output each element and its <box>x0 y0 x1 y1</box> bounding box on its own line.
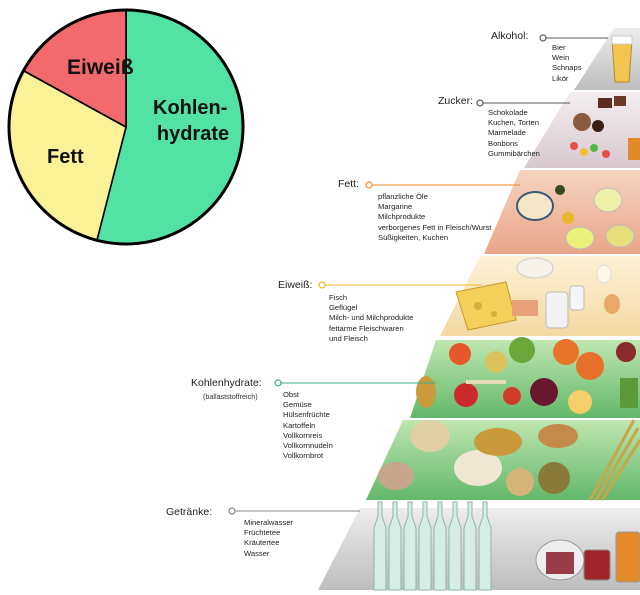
pie-outline <box>7 8 245 246</box>
list-item: Kräutertee <box>244 538 280 548</box>
list-item: pflanzliche Öle <box>378 192 428 201</box>
items-getraenke: Mineralwasser Früchtetee Kräutertee Wass… <box>244 518 293 559</box>
water-bottle <box>418 501 432 591</box>
list-item: Süßigkeiten, Kuchen <box>378 232 449 242</box>
list-item: Gemüse <box>283 400 312 410</box>
water-bottles-icon <box>373 501 492 591</box>
list-item: Schokolade <box>488 108 528 117</box>
list-item: Mineralwasser <box>244 518 293 527</box>
pie-label-eiweiss: Eiweiß <box>67 56 134 79</box>
water-bottle <box>448 501 462 591</box>
connector-dot <box>539 34 547 42</box>
water-bottle <box>403 501 417 591</box>
label-connectors <box>228 34 608 515</box>
connector-dot <box>228 507 236 515</box>
pie-label-kohlenhydrate: Kohlen- hydrate <box>153 97 233 145</box>
connector-dot <box>365 181 373 189</box>
list-item: Obst <box>283 390 300 399</box>
level-title-getraenke: Getränke: <box>166 506 213 518</box>
water-bottle <box>433 501 447 591</box>
level-subtitle-kohlenhydrate: (ballaststoffreich) <box>203 392 258 401</box>
macronutrient-pie-chart: Eiweiß Fett Kohlen- hydrate <box>7 8 245 246</box>
list-item: Schnaps <box>552 63 582 73</box>
list-item: und Fleisch <box>329 333 368 343</box>
items-eiweiss: Fisch Geflügel Milch- und Milchprodukte … <box>329 293 413 344</box>
pie-label-fett: Fett <box>47 146 84 168</box>
items-kohlenhydrate: Obst Gemüse Hülsenfrüchte Kartoffeln Vol… <box>283 390 333 461</box>
tea-icon <box>535 531 640 583</box>
sweets-icon <box>570 96 640 160</box>
items-fett: pflanzliche Öle Margarine Milchprodukte … <box>378 192 491 243</box>
grains-bread-icon <box>378 380 640 501</box>
level-title-alkohol: Alkohol: <box>491 30 529 42</box>
connector-dot <box>476 99 484 107</box>
level-title-eiweiss: Eiweiß: <box>278 279 313 291</box>
list-item: Margarine <box>378 202 413 212</box>
list-item: Wasser <box>244 548 270 558</box>
list-item: Bonbons <box>488 138 518 148</box>
items-alkohol: Bier Wein Schnaps Likör <box>552 43 582 84</box>
list-item: Hülsenfrüchte <box>283 410 330 420</box>
food-illustrations <box>373 35 640 591</box>
list-item: Bier <box>552 43 566 52</box>
fruits-vegetables-icon <box>416 337 638 414</box>
list-item: Kartoffeln <box>283 420 316 430</box>
list-item: Fisch <box>329 293 348 302</box>
water-bottle <box>388 501 402 591</box>
water-bottle <box>463 501 477 591</box>
level-title-fett: Fett: <box>338 178 360 190</box>
list-item: Milchprodukte <box>378 212 426 222</box>
list-item: Früchtetee <box>244 528 281 538</box>
oil-and-fat-icon <box>516 185 635 250</box>
level-title-zucker: Zucker: <box>438 95 474 107</box>
list-item: Vollkornreis <box>283 430 323 440</box>
list-item: verborgenes Fett in Fleisch/Wurst <box>378 222 492 232</box>
list-item: Marmelade <box>488 128 526 138</box>
list-item: Milch- und Milchprodukte <box>329 313 414 323</box>
list-item: Kuchen, Torten <box>488 118 539 128</box>
list-item: Vollkornnudeln <box>283 441 333 451</box>
list-item: Gummibärchen <box>488 148 540 158</box>
list-item: Vollkornbrot <box>283 451 324 461</box>
list-item: Wein <box>552 53 570 63</box>
list-item: fettarme Fleischwaren <box>329 323 404 333</box>
level-title-kohlenhydrate: Kohlenhydrate: <box>191 377 262 389</box>
items-zucker: Schokolade Kuchen, Torten Marmelade Bonb… <box>488 108 540 159</box>
connector-dot <box>274 379 282 387</box>
beer-glass-icon <box>611 35 633 83</box>
protein-foods-icon <box>455 257 620 331</box>
water-bottle <box>373 501 387 591</box>
list-item: Likör <box>552 73 569 83</box>
connector-dot <box>318 281 326 289</box>
list-item: Geflügel <box>329 303 358 313</box>
water-bottle <box>478 501 492 591</box>
